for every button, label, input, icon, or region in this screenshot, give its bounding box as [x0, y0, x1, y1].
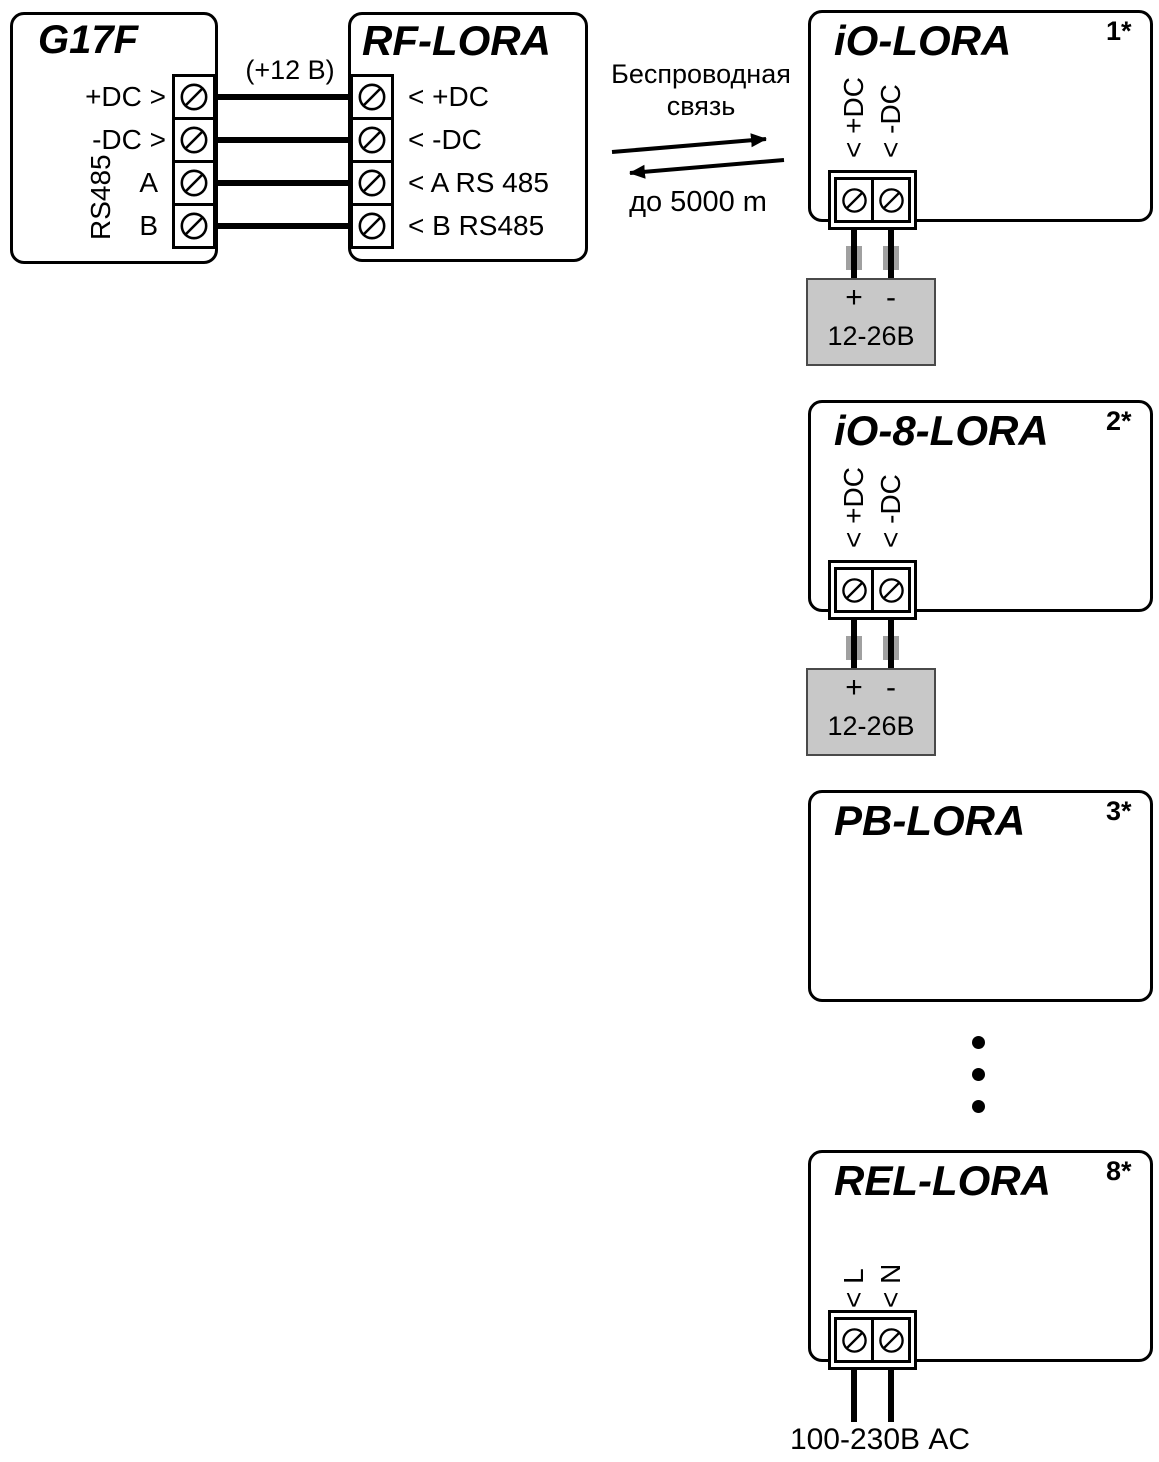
screw-terminal-icon: [350, 74, 394, 120]
io-lora-index: 1*: [1106, 16, 1132, 46]
screw-terminal-icon: [871, 177, 911, 223]
screw-terminal-icon: [172, 160, 216, 206]
screw-terminal-icon: [172, 203, 216, 249]
power-voltage-label: 12-26В: [827, 711, 915, 741]
wire-plus-dc: [216, 94, 350, 100]
mains-wire-n: [888, 1370, 894, 1422]
rf-label-rs485-a: < A RS 485: [408, 167, 549, 198]
screw-terminal-icon: [350, 117, 394, 163]
io-lora-terminal-block: [828, 170, 917, 230]
power-wire-plus: [851, 230, 857, 278]
power-plus-label: +: [845, 281, 863, 314]
power-supply-box: [806, 278, 936, 366]
io-lora-title: iO-LORA: [834, 17, 1012, 64]
rel-lora-title: REL-LORA: [834, 1157, 1051, 1204]
screw-terminal-icon: [871, 567, 911, 613]
screw-terminal-icon: [834, 567, 874, 613]
g17f-label-b: B: [139, 210, 158, 241]
wireless-label-line1: Беспроводная: [611, 59, 791, 89]
rf-lora-title: RF-LORA: [362, 17, 551, 64]
wireless-arrows-icon: [611, 133, 785, 179]
g17f-terminal-block: [172, 74, 216, 249]
screw-terminal-icon: [834, 1317, 874, 1363]
pb-lora-title: PB-LORA: [834, 797, 1026, 844]
power-minus-label: -: [886, 671, 896, 704]
power-wire-plus: [851, 620, 857, 668]
g17f-label-minus-dc: -DC >: [92, 124, 166, 155]
rf-label-plus-dc: < +DC: [408, 81, 489, 112]
power-minus-label: -: [886, 281, 896, 314]
g17f-label-plus-dc: +DC >: [85, 81, 166, 112]
io-lora-label-minus-dc: < -DC: [875, 84, 906, 158]
wire-minus-dc: [216, 137, 350, 143]
screw-terminal-icon: [172, 74, 216, 120]
power-plus-label: +: [845, 671, 863, 704]
power-wire-minus: [888, 620, 894, 668]
g17f-rs485-label: RS485: [85, 154, 116, 240]
rf-label-minus-dc: < -DC: [408, 124, 482, 155]
screw-terminal-icon: [871, 1317, 911, 1363]
mains-wire-l: [851, 1370, 857, 1422]
screw-terminal-icon: [350, 160, 394, 206]
screw-terminal-icon: [350, 203, 394, 249]
g17f-label-a: A: [139, 167, 158, 198]
ellipsis-dot: [972, 1036, 985, 1049]
ellipsis-dot: [972, 1100, 985, 1113]
io-8-lora-index: 2*: [1106, 406, 1132, 436]
rf-label-rs485-b: < B RS485: [408, 210, 545, 241]
screw-terminal-icon: [172, 117, 216, 163]
rf-lora-terminal-block: [350, 74, 394, 249]
wireless-label-line2: связь: [666, 91, 736, 121]
io-lora-label-plus-dc: < +DC: [838, 77, 869, 158]
rel-lora-terminal-block: [828, 1310, 917, 1370]
rel-lora-label-l: < L: [838, 1268, 869, 1308]
power-voltage-label: 12-26В: [827, 321, 915, 351]
wireless-distance-label: до 5000 m: [629, 186, 767, 218]
power-wire-minus: [888, 230, 894, 278]
io-8-lora-title: iO-8-LORA: [834, 407, 1049, 454]
rel-lora-label-n: < N: [875, 1263, 906, 1308]
io-8-lora-terminal-block: [828, 560, 917, 620]
pb-lora-box: [808, 790, 1153, 1002]
wire-voltage-label: (+12 В): [245, 55, 335, 85]
power-supply-box: [806, 668, 936, 756]
rel-lora-index: 8*: [1106, 1156, 1132, 1186]
g17f-title: G17F: [38, 18, 139, 62]
ellipsis-dot: [972, 1068, 985, 1081]
io-8-lora-label-minus-dc: < -DC: [875, 474, 906, 548]
mains-voltage-label: 100-230В AC: [789, 1423, 971, 1456]
screw-terminal-icon: [834, 177, 874, 223]
wire-rs485-b: [216, 223, 350, 229]
io-8-lora-label-plus-dc: < +DC: [838, 467, 869, 548]
wire-rs485-a: [216, 180, 350, 186]
pb-lora-index: 3*: [1106, 796, 1132, 826]
